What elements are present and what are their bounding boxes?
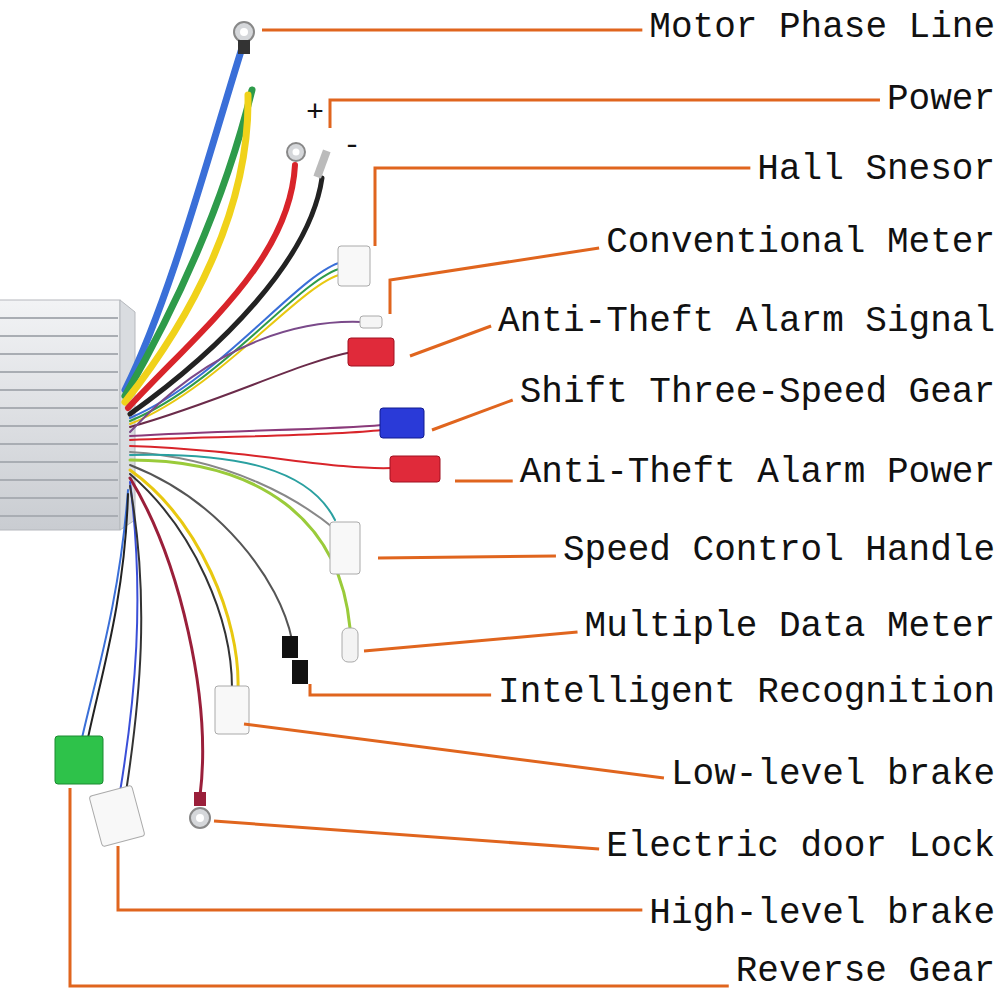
part-label: Shift Three-Speed Gear (520, 373, 995, 413)
part-label: Hall Snesor (757, 150, 995, 190)
drawing-rect (360, 316, 382, 328)
leader-line (70, 788, 729, 986)
drawing-circle (287, 143, 305, 161)
drawing-rect (342, 628, 358, 662)
drawing-rect (238, 40, 250, 54)
drawing-line (0, 443, 118, 445)
drawing-rect (292, 660, 308, 684)
drawing-g (0, 318, 118, 516)
leader-line (262, 29, 642, 32)
drawing-path (125, 90, 252, 396)
drawing-line (0, 461, 118, 463)
drawing-line (0, 353, 118, 355)
drawing-rect (89, 785, 145, 847)
drawing-path (88, 494, 128, 738)
drawing-line (0, 479, 118, 481)
part-label: Conventional Meter (606, 223, 995, 263)
drawing-path (130, 352, 352, 427)
drawing-rect (348, 338, 394, 366)
drawing-rect (0, 300, 120, 530)
drawing-rect (390, 456, 440, 482)
drawing-rect (194, 792, 206, 806)
leader-line (378, 556, 556, 558)
leader-line (455, 480, 513, 483)
drawing-rect (215, 686, 249, 734)
drawing-circle (196, 814, 204, 822)
drawing-line (0, 389, 118, 391)
wires (82, 48, 392, 796)
drawing-path (126, 486, 141, 792)
part-label: Anti-Theft Alarm Power (520, 453, 995, 493)
part-label: Low-level brake (671, 755, 995, 795)
part-label: Multiple Data Meter (585, 607, 995, 647)
drawing-path (130, 425, 382, 436)
part-label: Electric door Lock (606, 827, 995, 867)
drawing-rect (330, 522, 360, 574)
leader-line (214, 821, 599, 849)
leader-line (330, 100, 880, 128)
part-label: High-level brake (649, 894, 995, 934)
drawing-path (130, 452, 336, 530)
part-label: Speed Control Handle (563, 531, 995, 571)
drawing-circle (234, 22, 254, 42)
drawing-line (0, 497, 118, 499)
leader-line (244, 724, 664, 778)
drawing-line (0, 317, 118, 319)
part-label: Reverse Gear (736, 952, 995, 992)
leader-line (310, 684, 491, 695)
drawing-rect (55, 736, 103, 784)
leader-line (432, 400, 513, 430)
drawing-rect (338, 246, 370, 286)
drawing-rect (380, 408, 424, 438)
part-label: Intelligent Recognition (498, 673, 995, 713)
drawing-line (0, 515, 118, 517)
drawing-path (120, 482, 137, 792)
part-label: Motor Phase Line (649, 8, 995, 48)
drawing-line (0, 425, 118, 427)
drawing-line (0, 335, 118, 337)
polarity-sign: + (306, 98, 324, 128)
controller-housing (0, 300, 135, 530)
drawing-path (130, 470, 238, 688)
drawing-path (130, 455, 335, 520)
drawing-circle (240, 28, 248, 36)
leader-line (118, 846, 642, 910)
drawing-path (130, 322, 362, 432)
part-label: Anti-Theft Alarm Signal (498, 302, 995, 342)
part-label: Power (887, 80, 995, 120)
drawing-circle (293, 149, 300, 156)
polarity-sign: - (343, 131, 361, 161)
drawing-path (130, 430, 382, 440)
drawing-line (0, 371, 118, 373)
leader-line (410, 326, 491, 356)
drawing-rect (313, 149, 330, 178)
drawing-circle (190, 808, 210, 828)
drawing-path (82, 490, 128, 738)
drawing-path (130, 178, 322, 414)
drawing-rect (282, 636, 298, 658)
drawing-line (0, 407, 118, 409)
leader-line (364, 632, 578, 651)
